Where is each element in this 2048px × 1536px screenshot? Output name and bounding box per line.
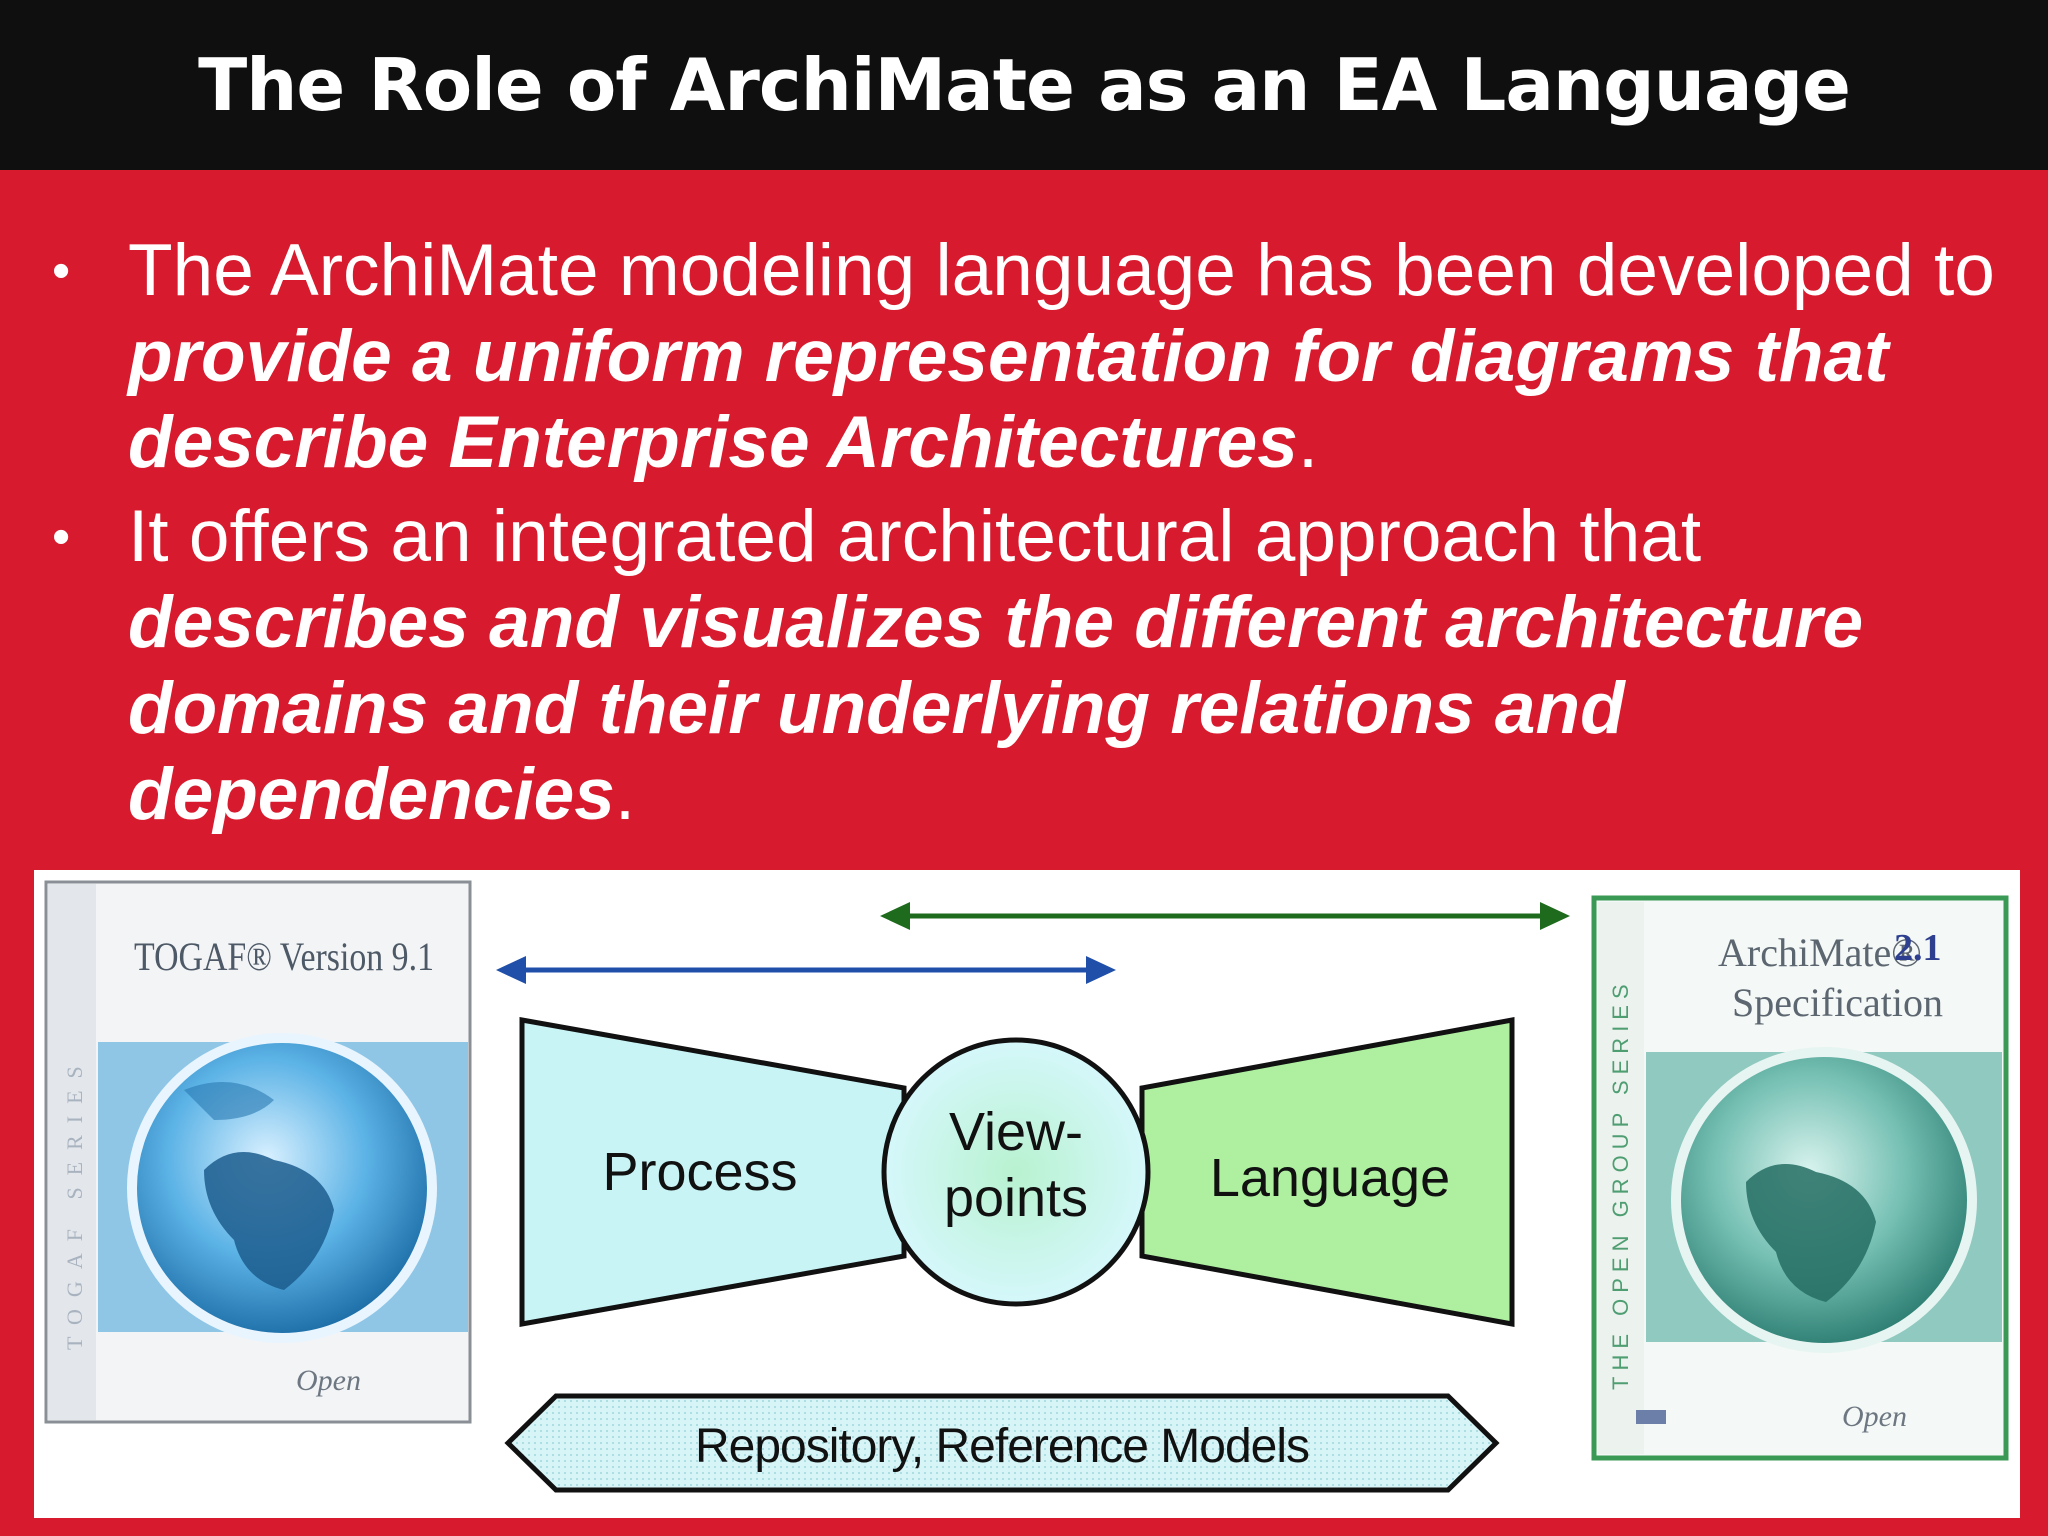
bullet-emphasis: provide a uniform representation for dia… — [128, 316, 1889, 483]
language-label: Language — [1210, 1148, 1450, 1208]
process-shape — [519, 1017, 907, 1327]
togaf-book: TOGAF SERIES TOGAF® Version 9.1 Open — [44, 880, 472, 1424]
repository-label: Repository, Reference Models — [695, 1420, 1309, 1473]
process-label: Process — [602, 1142, 797, 1202]
togaf-publisher-logo: Open — [296, 1364, 361, 1397]
bullet-period: . — [1297, 402, 1319, 483]
bullet-emphasis: describes and visualizes the different a… — [128, 582, 1864, 835]
togaf-series-text: TOGAF SERIES — [62, 1054, 87, 1350]
language-scope-arrow — [880, 902, 1570, 930]
bullet-item: • It offers an integrated architectural … — [40, 494, 2015, 838]
bullet-text: It offers an integrated architectural ap… — [128, 496, 1702, 577]
archimate-figure: TOGAF SERIES TOGAF® Version 9.1 Open Pro… — [34, 870, 2020, 1518]
bullet-text: The ArchiMate modeling language has been… — [128, 230, 1995, 311]
bullet-item: • The ArchiMate modeling language has be… — [40, 228, 2015, 486]
archimate-book: THE OPEN GROUP SERIES ArchiMate® 2.1 Spe… — [1591, 895, 2009, 1461]
viewpoints-label-line1: View- — [949, 1102, 1083, 1162]
togaf-book-title: TOGAF® Version 9.1 — [134, 934, 434, 979]
bullet-list: • The ArchiMate modeling language has be… — [40, 228, 2015, 846]
process-scope-arrow — [496, 956, 1116, 984]
bullet-dot-icon: • — [52, 508, 71, 566]
archimate-series-text: THE OPEN GROUP SERIES — [1608, 978, 1633, 1390]
archimate-book-title: ArchiMate® — [1718, 930, 1922, 975]
repository-arrow — [504, 1393, 1500, 1493]
bullet-period: . — [614, 754, 636, 835]
title-bar: The Role of ArchiMate as an EA Language — [0, 0, 2048, 170]
viewpoints-shape — [881, 1037, 1151, 1307]
viewpoints-label-line2: points — [944, 1168, 1088, 1228]
archimate-publisher-logo: Open — [1842, 1400, 1907, 1433]
slide-title: The Role of ArchiMate as an EA Language — [198, 43, 1851, 127]
archimate-book-subtitle: Specification — [1732, 980, 1943, 1025]
archimate-book-version: 2.1 — [1894, 927, 1942, 969]
bullet-dot-icon: • — [52, 242, 71, 300]
